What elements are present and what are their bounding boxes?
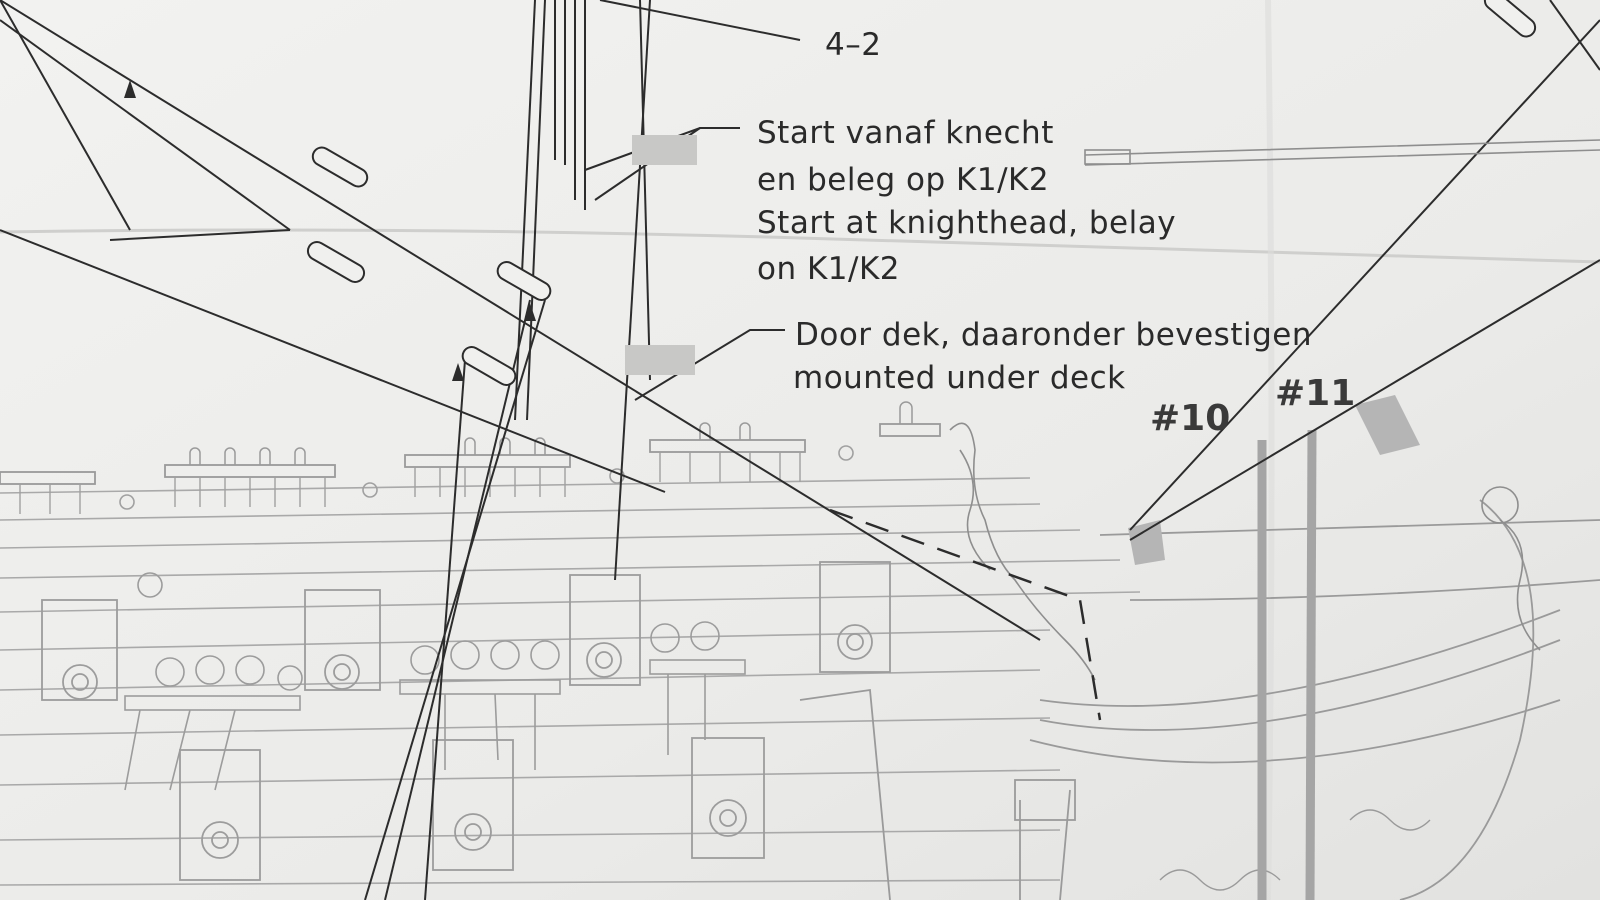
- belaying-pins: [189, 401, 913, 465]
- annotation-4-2: 4–2: [825, 27, 881, 63]
- annotation-start-nl-2: en beleg op K1/K2: [757, 162, 1049, 198]
- upper-spar: [1084, 139, 1600, 166]
- annotation-start-en-1: Start at knighthead, belay: [757, 205, 1176, 241]
- annotation-start-en-2: on K1/K2: [757, 251, 900, 287]
- bowsprit-tip-band: [1128, 520, 1165, 565]
- bow-head-rails: [799, 499, 1600, 900]
- dashed-stay-under-deck: [829, 508, 1102, 721]
- marker-11: #11: [1275, 373, 1355, 414]
- gun-ports: [41, 561, 891, 881]
- bowsprit-band: [1355, 395, 1420, 455]
- deadeyes: [124, 572, 746, 791]
- arrowheads: [124, 80, 536, 381]
- rail-stanchions: [19, 452, 801, 514]
- figurehead-carving: [949, 422, 1541, 681]
- mast-seizings: [625, 135, 697, 375]
- paper-fold-crease: [0, 228, 1600, 264]
- marker-10: #10: [1150, 398, 1230, 439]
- annotation-deck-nl: Door dek, daaronder bevestigen: [795, 317, 1312, 353]
- annotation-start-nl-1: Start vanaf knecht: [757, 115, 1054, 151]
- rail-circles: [119, 445, 854, 510]
- annotation-deck-en: mounted under deck: [793, 360, 1126, 396]
- foremast-shrouds: [1257, 429, 1317, 900]
- gunwale-rails: [0, 423, 941, 485]
- paper-fold-vertical: [1265, 0, 1275, 900]
- rigging-blocks: [306, 0, 1537, 386]
